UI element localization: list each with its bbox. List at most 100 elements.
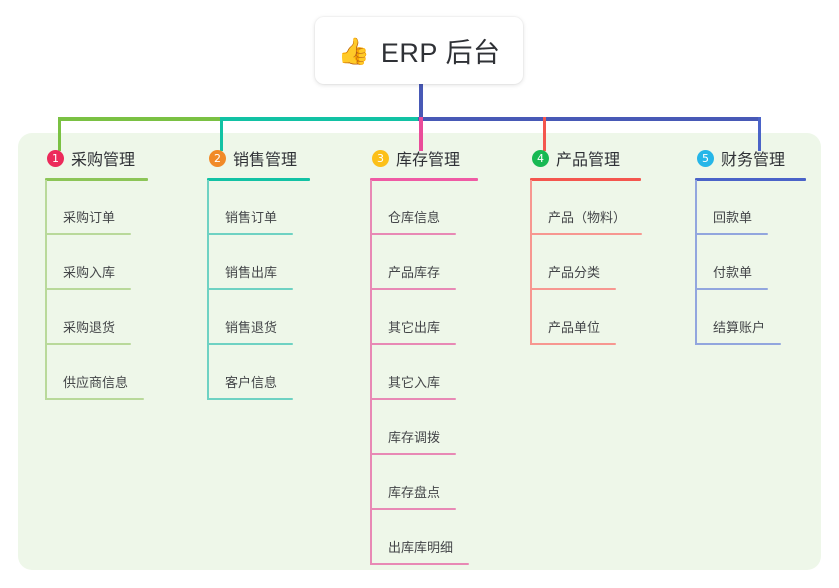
connector-drop-1	[58, 117, 61, 151]
item-rule	[45, 343, 131, 345]
item-rule	[695, 288, 768, 290]
list-item[interactable]: 其它入库	[370, 345, 460, 400]
column-header-rule-4	[530, 178, 641, 181]
column-items-2: 销售订单 销售出库 销售退货 客户信息	[207, 180, 297, 400]
list-item[interactable]: 客户信息	[207, 345, 297, 400]
list-item[interactable]: 出库库明细	[370, 510, 469, 565]
connector-drop-4	[543, 117, 546, 151]
list-item[interactable]: 产品单位	[530, 290, 620, 345]
item-rule	[207, 343, 293, 345]
list-item[interactable]: 销售订单	[207, 180, 297, 235]
connector-bus-segment-2	[220, 117, 420, 121]
item-rule	[45, 288, 131, 290]
column-spine-3	[370, 180, 372, 565]
list-item[interactable]: 销售退货	[207, 290, 297, 345]
list-item[interactable]: 销售出库	[207, 235, 297, 290]
item-rule	[370, 233, 456, 235]
column-header-rule-5	[695, 178, 806, 181]
item-label: 库存调拨	[388, 430, 441, 445]
column-header-rule-1	[45, 178, 148, 181]
item-label: 销售订单	[225, 210, 278, 225]
column-header-4[interactable]: 4 产品管理	[530, 146, 641, 181]
column-title-2: 销售管理	[233, 152, 298, 169]
item-label: 仓库信息	[388, 210, 441, 225]
column-header-3[interactable]: 3 库存管理	[370, 146, 478, 181]
item-label: 出库库明细	[388, 540, 454, 555]
list-item[interactable]: 其它出库	[370, 290, 460, 345]
column-badge-4: 4	[532, 149, 549, 167]
connector-drop-5	[758, 117, 761, 151]
list-item[interactable]: 采购入库	[45, 235, 135, 290]
column-badge-3: 3	[372, 149, 389, 167]
item-rule	[45, 398, 144, 400]
column-inventory[interactable]: 3 库存管理 仓库信息 产品库存 其它出库 其它入库 库存调拨	[370, 146, 478, 565]
item-label: 付款单	[713, 265, 753, 280]
page-title: ERP 后台	[380, 38, 501, 68]
item-label: 产品（物料）	[548, 210, 627, 225]
item-rule	[207, 233, 293, 235]
item-rule	[370, 288, 456, 290]
list-item[interactable]: 供应商信息	[45, 345, 144, 400]
column-title-5: 财务管理	[721, 152, 786, 169]
item-label: 采购订单	[63, 210, 116, 225]
list-item[interactable]: 产品分类	[530, 235, 620, 290]
item-label: 采购退货	[63, 320, 116, 335]
item-label: 采购入库	[63, 265, 116, 280]
column-spine-2	[207, 180, 209, 400]
item-rule	[695, 233, 768, 235]
item-label: 其它出库	[388, 320, 441, 335]
column-header-rule-2	[207, 178, 310, 181]
list-item[interactable]: 回款单	[695, 180, 785, 235]
root-node[interactable]: 👍 ERP 后台	[315, 17, 523, 84]
list-item[interactable]: 产品库存	[370, 235, 460, 290]
connector-drop-3	[419, 117, 423, 151]
item-rule	[695, 343, 781, 345]
column-header-5[interactable]: 5 财务管理	[695, 146, 806, 181]
list-item[interactable]: 库存盘点	[370, 455, 460, 510]
column-items-5: 回款单 付款单 结算账户	[695, 180, 785, 345]
item-rule	[530, 343, 616, 345]
list-item[interactable]: 仓库信息	[370, 180, 460, 235]
column-title-1: 采购管理	[71, 152, 136, 169]
item-label: 回款单	[713, 210, 753, 225]
column-items-3: 仓库信息 产品库存 其它出库 其它入库 库存调拨 库存盘点	[370, 180, 469, 565]
column-product[interactable]: 4 产品管理 产品（物料） 产品分类 产品单位	[530, 146, 642, 345]
content-panel	[18, 133, 821, 570]
column-badge-2: 2	[209, 149, 226, 167]
column-header-rule-3	[370, 178, 478, 181]
item-rule	[370, 398, 456, 400]
item-rule	[530, 288, 616, 290]
item-rule	[370, 343, 456, 345]
list-item[interactable]: 采购订单	[45, 180, 135, 235]
column-items-1: 采购订单 采购入库 采购退货 供应商信息	[45, 180, 144, 400]
item-label: 供应商信息	[63, 375, 129, 390]
connector-trunk-stem	[419, 84, 423, 119]
item-label: 产品单位	[548, 320, 601, 335]
connector-bus-segment-1	[58, 117, 222, 121]
list-item[interactable]: 库存调拨	[370, 400, 460, 455]
column-purchasing[interactable]: 1 采购管理 采购订单 采购入库 采购退货 供应商信息	[45, 146, 148, 400]
column-items-4: 产品（物料） 产品分类 产品单位	[530, 180, 642, 345]
column-finance[interactable]: 5 财务管理 回款单 付款单 结算账户	[695, 146, 806, 345]
connector-bus-segment-3	[418, 117, 761, 121]
column-title-4: 产品管理	[556, 152, 621, 169]
connector-drop-2	[220, 117, 223, 151]
column-title-3: 库存管理	[396, 152, 461, 169]
item-rule	[370, 508, 456, 510]
column-sales[interactable]: 2 销售管理 销售订单 销售出库 销售退货 客户信息	[207, 146, 310, 400]
column-badge-1: 1	[47, 149, 64, 167]
item-rule	[207, 288, 293, 290]
item-rule	[45, 233, 131, 235]
column-header-2[interactable]: 2 销售管理	[207, 146, 310, 181]
list-item[interactable]: 结算账户	[695, 290, 785, 345]
column-header-1[interactable]: 1 采购管理	[45, 146, 148, 181]
item-rule	[370, 563, 469, 565]
column-badge-5: 5	[697, 149, 714, 167]
item-label: 产品分类	[548, 265, 601, 280]
column-spine-4	[530, 180, 532, 345]
list-item[interactable]: 付款单	[695, 235, 785, 290]
item-label: 库存盘点	[388, 485, 441, 500]
list-item[interactable]: 采购退货	[45, 290, 135, 345]
list-item[interactable]: 产品（物料）	[530, 180, 642, 235]
